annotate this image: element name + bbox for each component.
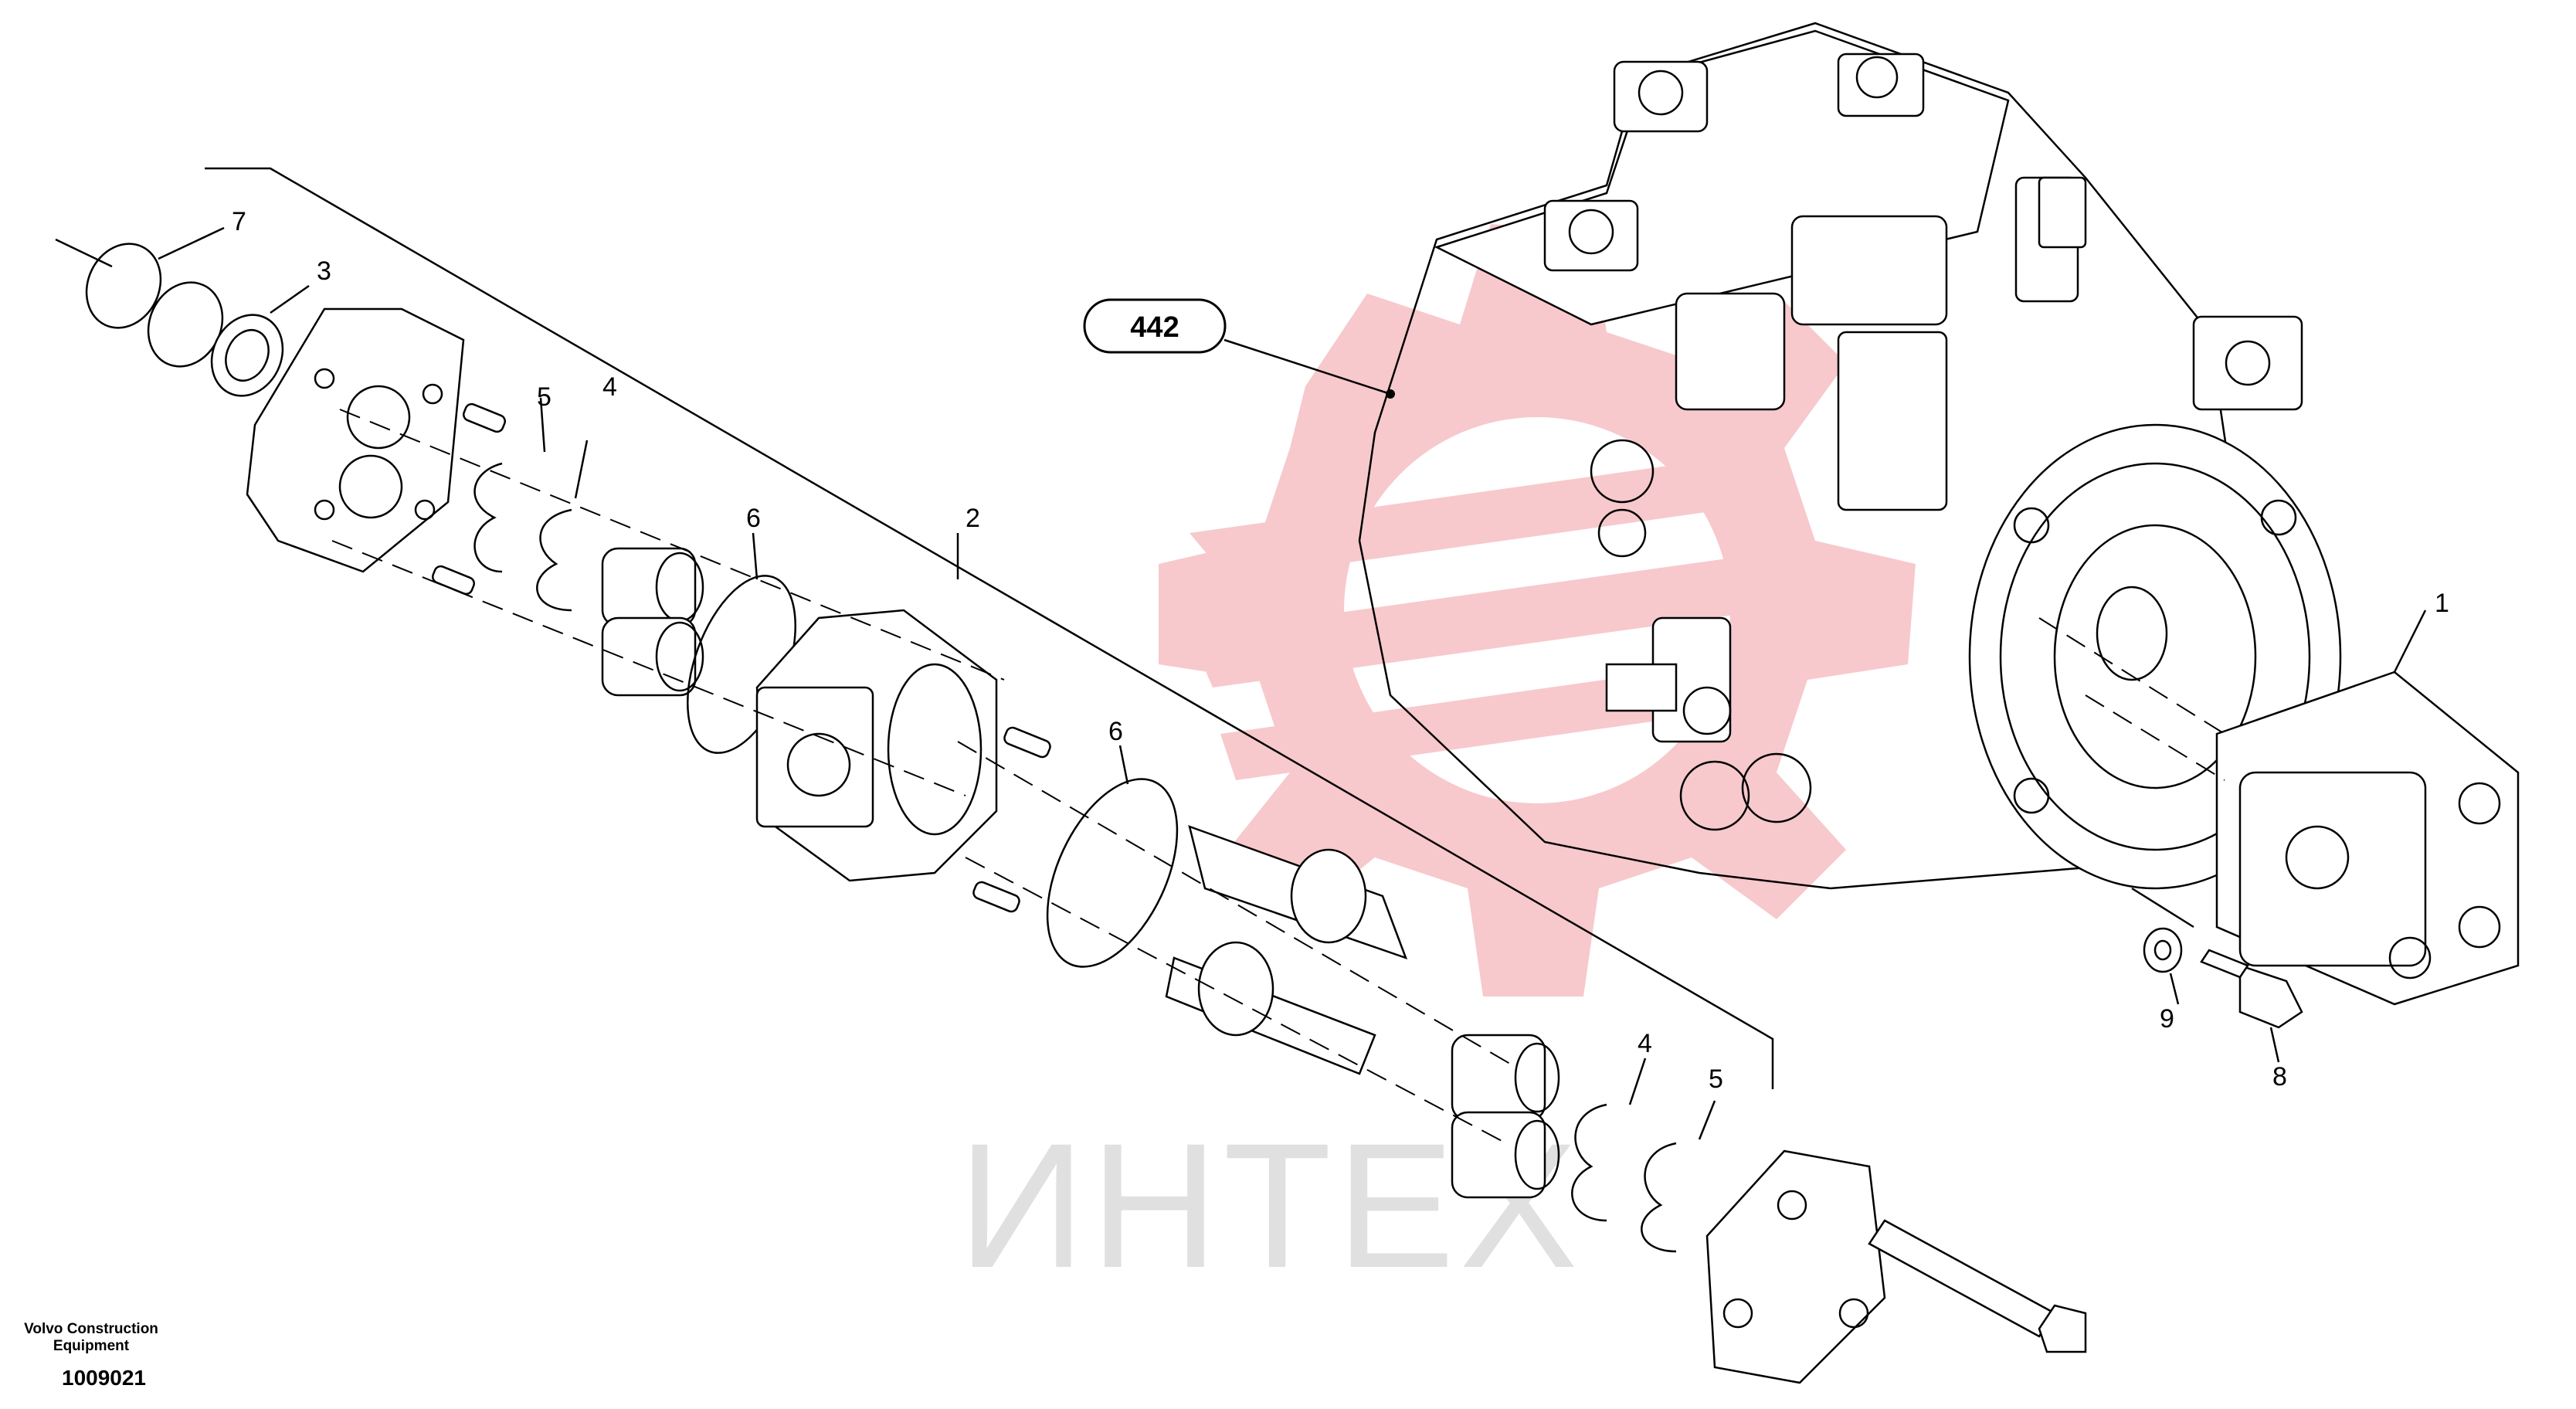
main-pump-assembly bbox=[1358, 22, 2342, 890]
callout-labels: 7 3 5 4 6 2 6 4 5 1 9 8 bbox=[232, 207, 2449, 1094]
callout-4a: 4 bbox=[602, 372, 617, 402]
callout-4b: 4 bbox=[1638, 1029, 1652, 1058]
callout-2: 2 bbox=[966, 504, 980, 533]
drawing-number: 1009021 bbox=[62, 1366, 147, 1390]
callout-8: 8 bbox=[2272, 1062, 2287, 1092]
exploded-parts bbox=[85, 243, 2520, 1384]
callout-3: 3 bbox=[317, 256, 331, 286]
center-lines bbox=[331, 409, 2225, 1144]
brand-line-2: Equipment bbox=[53, 1338, 130, 1354]
callout-6a: 6 bbox=[746, 504, 761, 533]
callout-5a: 5 bbox=[537, 382, 552, 412]
assembly-reference: 442 bbox=[1083, 298, 1227, 354]
callout-7: 7 bbox=[232, 207, 246, 236]
callout-1: 1 bbox=[2435, 589, 2449, 618]
callout-6b: 6 bbox=[1108, 717, 1123, 746]
callout-5b: 5 bbox=[1709, 1064, 1723, 1094]
leader-lines bbox=[55, 167, 2427, 1140]
callout-9: 9 bbox=[2160, 1004, 2174, 1034]
assembly-reference-label: 442 bbox=[1130, 311, 1179, 344]
brand-line-1: Volvo Construction bbox=[24, 1321, 158, 1337]
